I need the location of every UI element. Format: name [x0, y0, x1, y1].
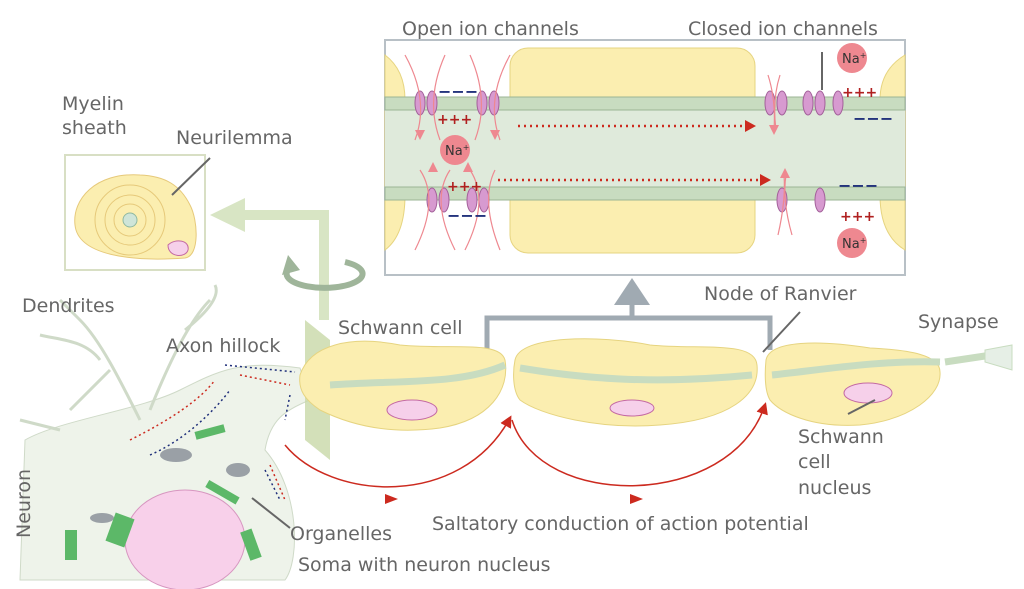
neurilemma-label: Neurilemma	[176, 127, 293, 149]
negative-charge: −−−	[447, 206, 487, 225]
negative-charge: −−−	[853, 109, 893, 128]
signal-direction-arrows	[498, 124, 760, 182]
closed-ion-channels-label: Closed ion channels	[688, 18, 878, 40]
neuron-nucleus	[124, 489, 246, 589]
negative-charge: −−−	[438, 82, 478, 101]
dendrites-label: Dendrites	[22, 295, 115, 317]
schwann-nucleus-label-2: cell	[798, 451, 831, 473]
neuron-label: Neuron	[13, 469, 35, 538]
schwann-nucleus-label: Schwann	[798, 426, 884, 448]
schwann-cell-label: Schwann cell	[338, 317, 463, 339]
myelin-sheath-label-2: sheath	[62, 117, 127, 139]
positive-charge: +++	[437, 112, 472, 128]
axon	[329, 352, 986, 389]
schwann-nucleus-label-3: nucleus	[798, 477, 871, 499]
svg-text:Na+: Na+	[842, 51, 866, 67]
node-of-ranvier-label: Node of Ranvier	[704, 283, 857, 305]
synapse-terminal	[984, 344, 1013, 371]
positive-charge: +++	[842, 85, 877, 101]
svg-text:Na+: Na+	[842, 236, 866, 252]
myelin-sheath-label: Myelin	[62, 93, 124, 115]
axon-hillock-label: Axon hillock	[166, 335, 280, 357]
ion-channel-detail-panel: Na+ Na+ Na+ −−− +++ +++ −−− +++ −−− −−− …	[384, 39, 906, 276]
sodium-ion: Na+	[837, 43, 867, 73]
svg-text:Na+: Na+	[445, 143, 469, 159]
sodium-ion: Na+	[837, 228, 867, 258]
saltatory-conduction-label: Saltatory conduction of action potential	[432, 513, 809, 535]
synapse-label: Synapse	[918, 311, 999, 333]
soma-label: Soma with neuron nucleus	[298, 554, 551, 576]
neuron-body	[19, 284, 311, 589]
sodium-ion: Na+	[440, 135, 470, 165]
myelin-cross-section-inset	[64, 154, 211, 271]
negative-charge: −−−	[838, 176, 878, 195]
organelles-label: Organelles	[290, 523, 392, 545]
ion-channels	[414, 90, 844, 213]
positive-charge: +++	[840, 209, 875, 225]
open-ion-channels-label: Open ion channels	[402, 18, 579, 40]
saltatory-arrows	[284, 402, 768, 488]
transfer-arrow	[210, 198, 366, 320]
positive-charge: +++	[447, 179, 482, 195]
